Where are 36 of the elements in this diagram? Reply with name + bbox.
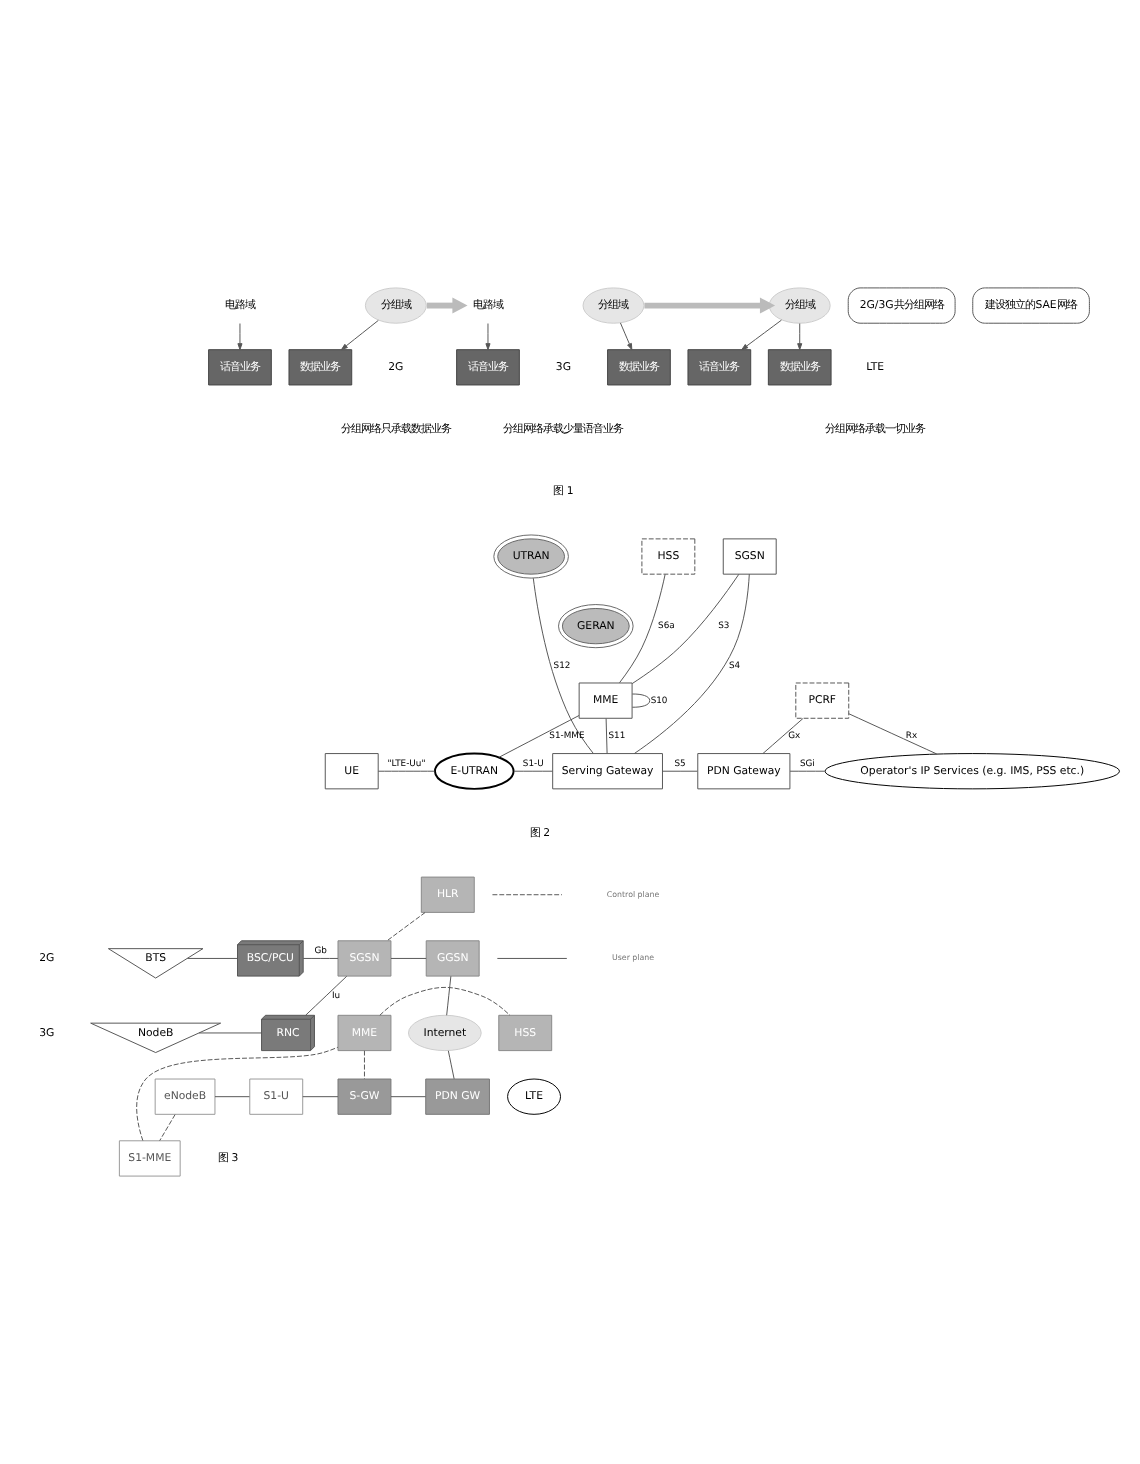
connector	[377, 770, 436, 772]
arrow	[644, 297, 776, 314]
connector	[136, 1046, 339, 1142]
connector	[631, 573, 740, 685]
connector	[390, 1096, 427, 1098]
connector	[789, 770, 826, 772]
connector	[631, 693, 651, 708]
connector	[305, 975, 348, 1016]
connector	[848, 713, 938, 755]
connector	[633, 573, 750, 754]
connector	[532, 577, 594, 754]
arrow	[797, 323, 803, 350]
arrow	[426, 297, 468, 314]
connector	[214, 1096, 250, 1098]
connector	[446, 975, 452, 1016]
connector	[447, 1050, 455, 1080]
connector	[498, 715, 580, 758]
connector	[390, 957, 427, 959]
arrow	[237, 323, 243, 350]
arrow	[485, 323, 491, 350]
connector	[386, 912, 426, 942]
connector	[302, 1096, 339, 1098]
arrow	[341, 319, 379, 351]
connector	[302, 957, 339, 959]
arrow	[741, 319, 782, 351]
connector	[198, 1032, 262, 1034]
connector	[187, 957, 238, 959]
connector	[379, 986, 511, 1016]
connector	[363, 1050, 365, 1080]
connector	[619, 573, 666, 684]
connector	[159, 1114, 176, 1142]
arrow	[619, 322, 633, 351]
connector	[762, 718, 804, 754]
connector	[513, 770, 554, 772]
connector	[605, 718, 608, 754]
connector	[662, 770, 698, 772]
